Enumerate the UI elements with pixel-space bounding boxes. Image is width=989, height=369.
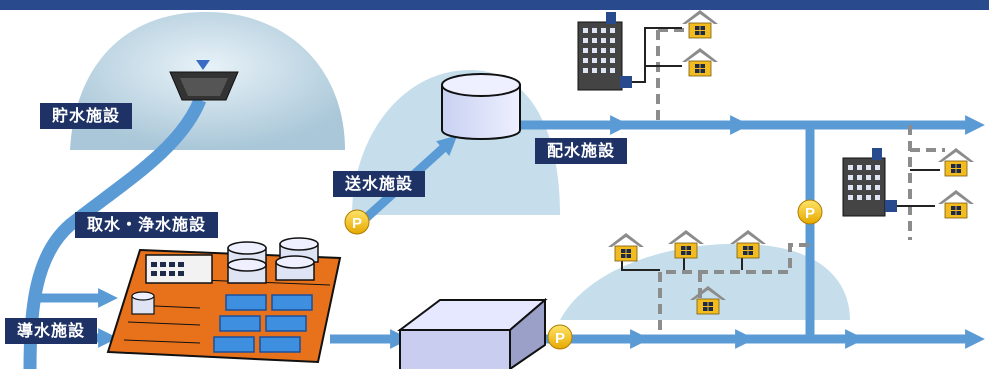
- ground-reservoir-icon: [397, 297, 548, 369]
- house-icon: [681, 9, 719, 39]
- pump-icon: P: [344, 209, 370, 235]
- purification-plant-icon: [106, 237, 342, 364]
- svg-text:P: P: [805, 205, 815, 222]
- distribution-reservoir-icon: [441, 73, 521, 140]
- apartment-building-icon: [842, 148, 897, 217]
- house-icon: [937, 147, 975, 177]
- label-storage-facility: 貯水施設: [40, 103, 133, 129]
- svg-text:P: P: [555, 330, 565, 347]
- top-banner: [0, 0, 989, 10]
- label-intake-purification-facility: 取水・浄水施設: [75, 212, 219, 238]
- pump-icon: P: [797, 199, 823, 225]
- conveyance-pipe: [23, 97, 207, 369]
- house-icon: [607, 232, 645, 262]
- residential-hill: [560, 243, 850, 320]
- apartment-building-icon: [577, 12, 632, 91]
- house-icon: [681, 47, 719, 77]
- pump-icon: P: [547, 324, 573, 350]
- label-transmission-facility: 送水施設: [333, 171, 426, 197]
- house-icon: [937, 189, 975, 219]
- building-connections: [621, 27, 940, 271]
- label-conveyance-facility: 導水施設: [5, 318, 98, 344]
- label-distribution-facility: 配水施設: [535, 138, 628, 164]
- dam-icon: [169, 60, 239, 101]
- svg-text:P: P: [352, 215, 362, 232]
